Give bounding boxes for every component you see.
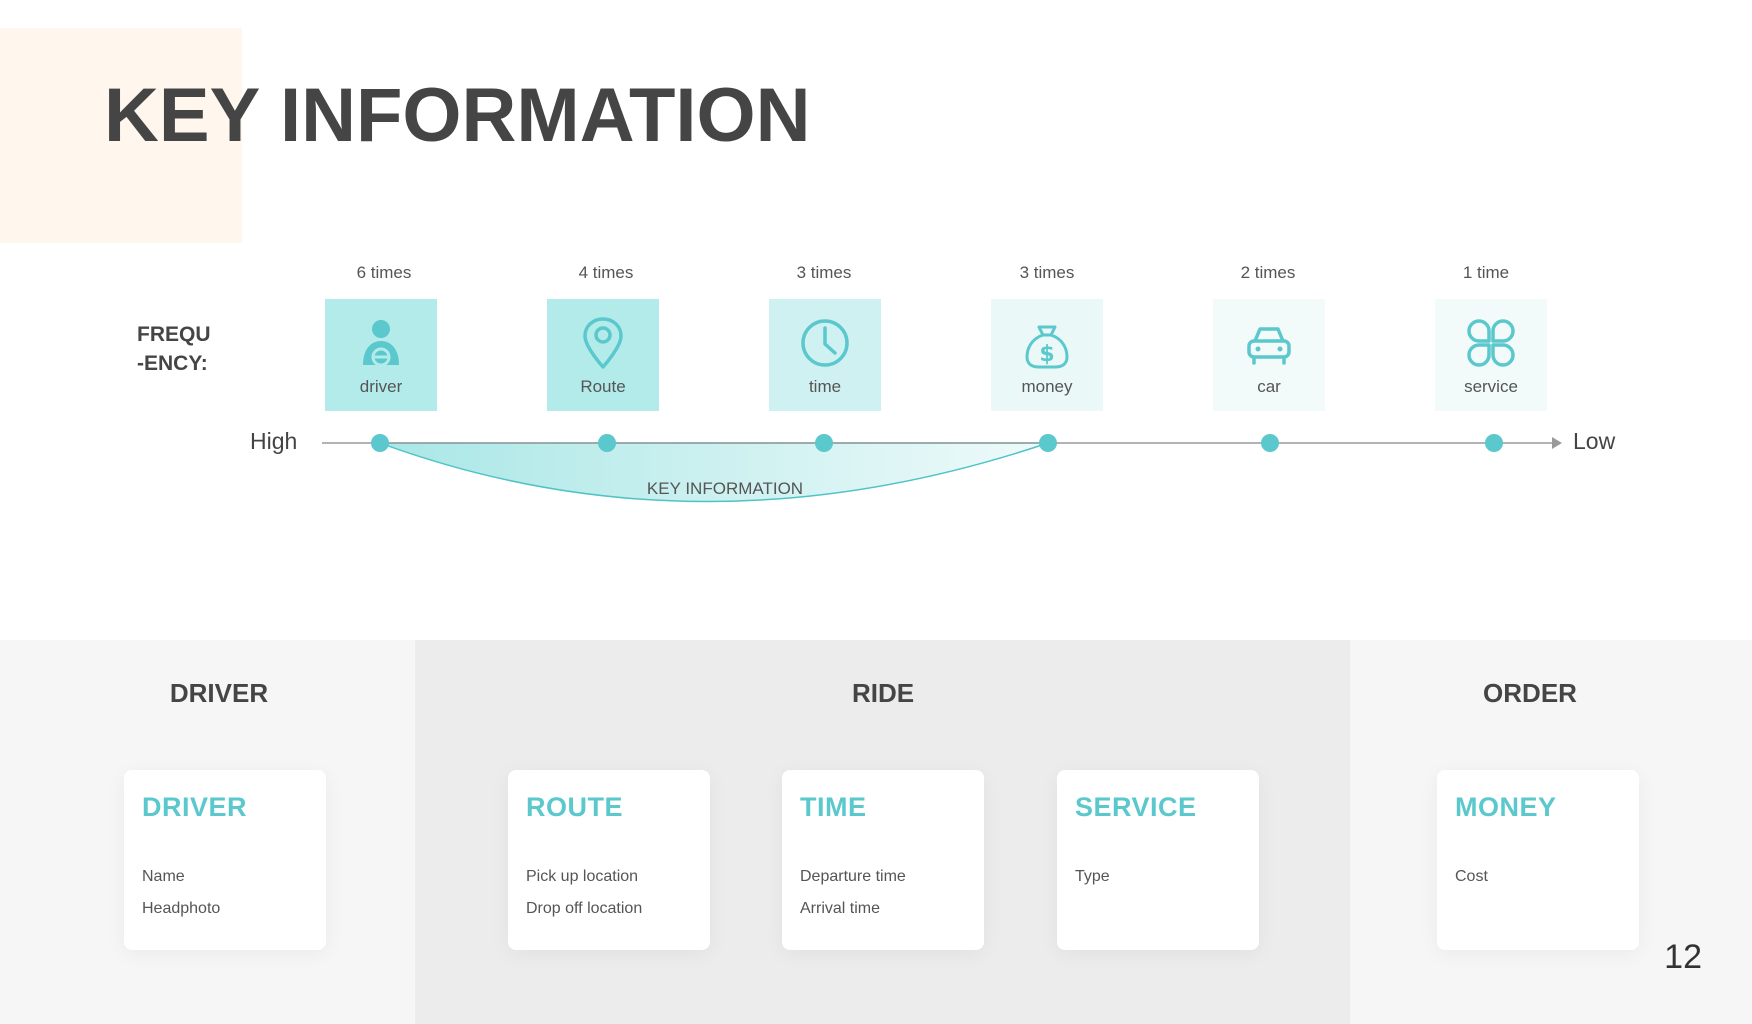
frequency-timeline: KEY INFORMATION	[322, 434, 1562, 503]
tile-label-car: car	[1257, 377, 1281, 396]
card-title: DRIVER	[142, 792, 248, 822]
count-driver: 6 times	[356, 263, 412, 282]
axis-low-label: Low	[1573, 428, 1616, 454]
card-money: MONEY Cost	[1437, 770, 1639, 950]
tile-driver: driver	[325, 299, 437, 411]
location-pin-icon	[583, 317, 623, 369]
svg-text:$: $	[1039, 342, 1054, 367]
tile-time: time	[769, 299, 881, 411]
card-title: MONEY	[1455, 792, 1557, 822]
tile-label-driver: driver	[359, 377, 403, 396]
timeline-dot-service	[1485, 434, 1503, 452]
card-field: Headphoto	[142, 900, 221, 917]
axis-high-label: High	[250, 428, 298, 454]
card-field: Arrival time	[800, 900, 881, 917]
section-title-order: ORDER	[1483, 678, 1577, 708]
card-route: ROUTE Pick up location Drop off location	[508, 770, 710, 950]
timeline-dot-money	[1039, 434, 1057, 452]
tile-label-time: time	[808, 377, 842, 396]
count-time: 3 times	[796, 263, 852, 282]
card-field: Drop off location	[526, 900, 643, 917]
service-icon	[1467, 319, 1515, 367]
tile-service: service	[1435, 299, 1547, 411]
count-money: 3 times	[1019, 263, 1075, 282]
tile-money: $ money	[991, 299, 1103, 411]
card-service: SERVICE Type	[1057, 770, 1259, 950]
frequency-label-line2: -ENCY:	[137, 352, 208, 375]
card-time: TIME Departure time Arrival time	[782, 770, 984, 950]
section-title-ride: RIDE	[851, 678, 915, 708]
timeline-arrowhead	[1552, 437, 1562, 449]
frequency-label-line1: FREQU	[137, 323, 211, 346]
section-title-driver: DRIVER	[169, 678, 269, 708]
count-car: 2 times	[1240, 263, 1296, 282]
clock-icon	[801, 319, 849, 367]
count-route: 4 times	[578, 263, 634, 282]
page-number: 12	[1664, 938, 1702, 976]
tile-label-money: money	[1021, 377, 1073, 396]
card-title: SERVICE	[1075, 792, 1197, 822]
card-field: Pick up location	[526, 868, 639, 885]
timeline-dot-car	[1261, 434, 1279, 452]
tile-car: car	[1213, 299, 1325, 411]
title-accent-block	[0, 28, 242, 243]
timeline-dot-driver	[371, 434, 389, 452]
timeline-dot-time	[815, 434, 833, 452]
key-information-arc	[379, 442, 1049, 503]
card-title: TIME	[800, 792, 867, 822]
driver-icon	[363, 320, 399, 367]
card-field: Name	[142, 868, 185, 885]
car-icon	[1247, 327, 1291, 365]
tile-label-service: service	[1464, 377, 1518, 396]
card-field: Cost	[1455, 868, 1488, 885]
card-field: Departure time	[800, 868, 906, 885]
page-title: KEY INFORMATION	[104, 73, 811, 158]
count-service: 1 time	[1462, 263, 1510, 282]
key-information-label: KEY INFORMATION	[647, 479, 803, 498]
tile-route: Route	[547, 299, 659, 411]
category-sections: DRIVER RIDE ORDER DRIVER Name Headphoto …	[0, 640, 1752, 1024]
tile-label-route: Route	[580, 377, 626, 396]
frequency-label: FREQU -ENCY:	[137, 320, 257, 378]
card-field: Type	[1075, 868, 1110, 885]
timeline-dot-route	[598, 434, 616, 452]
money-bag-icon: $	[1025, 325, 1069, 369]
card-title: ROUTE	[526, 792, 623, 822]
card-driver: DRIVER Name Headphoto	[124, 770, 326, 950]
